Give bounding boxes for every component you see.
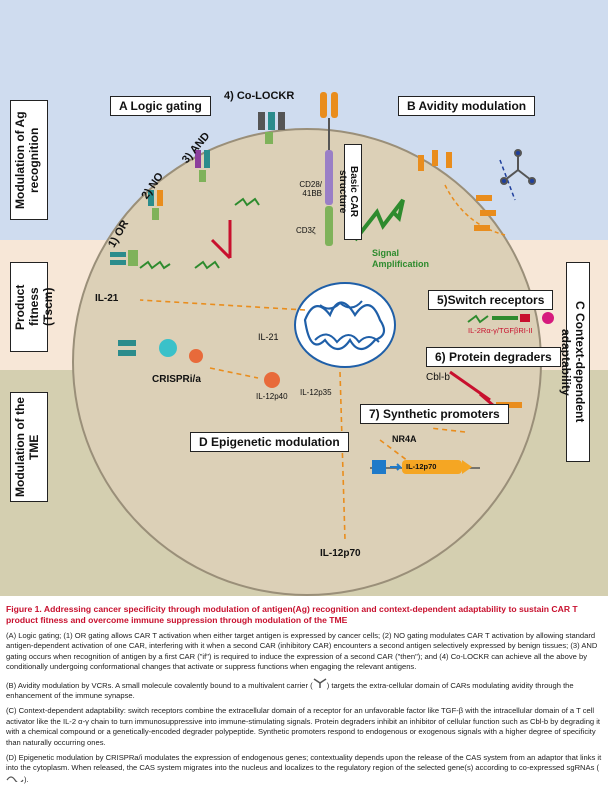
signal-amplification-icon bbox=[353, 198, 405, 242]
switch-receptor-icon bbox=[467, 312, 554, 324]
nucleus-icon bbox=[294, 282, 396, 368]
side-label-adaptability: C Context-dependent adaptability bbox=[559, 262, 590, 462]
synthetic-promoter-icon bbox=[370, 460, 480, 474]
caption-para-a: (A) Logic gating; (1) OR gating allows C… bbox=[6, 631, 598, 672]
caption-para-b-end: ) targets the extra-cellular domain of C… bbox=[6, 680, 574, 701]
il12p70-secreted-label: IL-12p70 bbox=[320, 548, 361, 559]
and-gate-cars bbox=[195, 150, 210, 182]
or-gate-cars bbox=[110, 250, 138, 266]
basic-car-structure-label: Basic CAR structure bbox=[337, 144, 362, 240]
activation-signals bbox=[139, 197, 260, 270]
caption-para-b-start: (B) Avidity modulation by VCRs. A small … bbox=[6, 680, 313, 690]
colockr-cars bbox=[258, 112, 285, 144]
cd3z-label: CD3ζ bbox=[296, 226, 316, 235]
panel-b-label: B Avidity modulation bbox=[398, 96, 536, 116]
nr4a-label: NR4A bbox=[392, 434, 417, 444]
caption-para-c: (C) Context-dependent adaptability: swit… bbox=[6, 706, 601, 747]
crispr-label: CRISPRi/a bbox=[152, 374, 201, 385]
switch-receptors-label: 5)Switch receptors bbox=[428, 290, 554, 310]
flow-arrows bbox=[139, 299, 466, 541]
il12p70-construct-label: IL-12p70 bbox=[406, 462, 437, 471]
il12p40-label: IL-12p40 bbox=[256, 392, 288, 401]
basic-car-icon bbox=[320, 92, 338, 246]
degrader-inhibitor-icon bbox=[449, 370, 522, 408]
multivalent-carrier-icon bbox=[500, 149, 536, 185]
figure-illustration bbox=[110, 92, 554, 541]
side-label-tme: Modulation of the TME bbox=[10, 392, 48, 502]
synthetic-promoters-label: 7) Synthetic promoters bbox=[360, 404, 509, 424]
costim-label: CD28/ 41BB bbox=[299, 180, 322, 198]
caption-title: Figure 1. Addressing cancer specificity … bbox=[6, 604, 578, 625]
avidity-cars bbox=[418, 150, 516, 236]
caption-para-d-end: ). bbox=[24, 774, 29, 784]
receptor-fusion-label: IL-2Rα-γ/TGFβRI-II bbox=[468, 326, 533, 335]
il12p35-label: IL-12p35 bbox=[300, 388, 332, 397]
side-label-fitness: Product fitness (Tscm) bbox=[10, 262, 55, 352]
crispr-complex-icon bbox=[118, 339, 280, 388]
colockr-label: 4) Co-LOCKR bbox=[224, 90, 295, 102]
figure-panel: Modulation of Ag recognition Product fit… bbox=[0, 0, 608, 596]
caption-para-b: (B) Avidity modulation by VCRs. A small … bbox=[6, 678, 602, 702]
caption-para-d: (D) Epigenetic modulation by CRISPRa/i m… bbox=[6, 753, 602, 785]
panel-d-label: D Epigenetic modulation bbox=[190, 432, 349, 452]
il21-gene-label: IL-21 bbox=[258, 332, 279, 342]
signal-amplification-label: Signal Amplification bbox=[372, 248, 430, 269]
sgrna-inline-icon bbox=[6, 776, 24, 784]
side-label-recognition: Modulation of Ag recognition bbox=[10, 100, 48, 220]
no-gate-cars bbox=[148, 190, 163, 220]
protein-degraders-label: 6) Protein degraders bbox=[426, 347, 561, 367]
figure-caption: Figure 1. Addressing cancer specificity … bbox=[6, 604, 602, 790]
panel-a-label: A Logic gating bbox=[110, 96, 211, 116]
carrier-inline-icon bbox=[313, 678, 327, 688]
caption-para-d-start: (D) Epigenetic modulation by CRISPRa/i m… bbox=[6, 753, 602, 773]
cblb-label: Cbl-b bbox=[426, 372, 450, 383]
il21-secreted-label: IL-21 bbox=[95, 293, 119, 304]
